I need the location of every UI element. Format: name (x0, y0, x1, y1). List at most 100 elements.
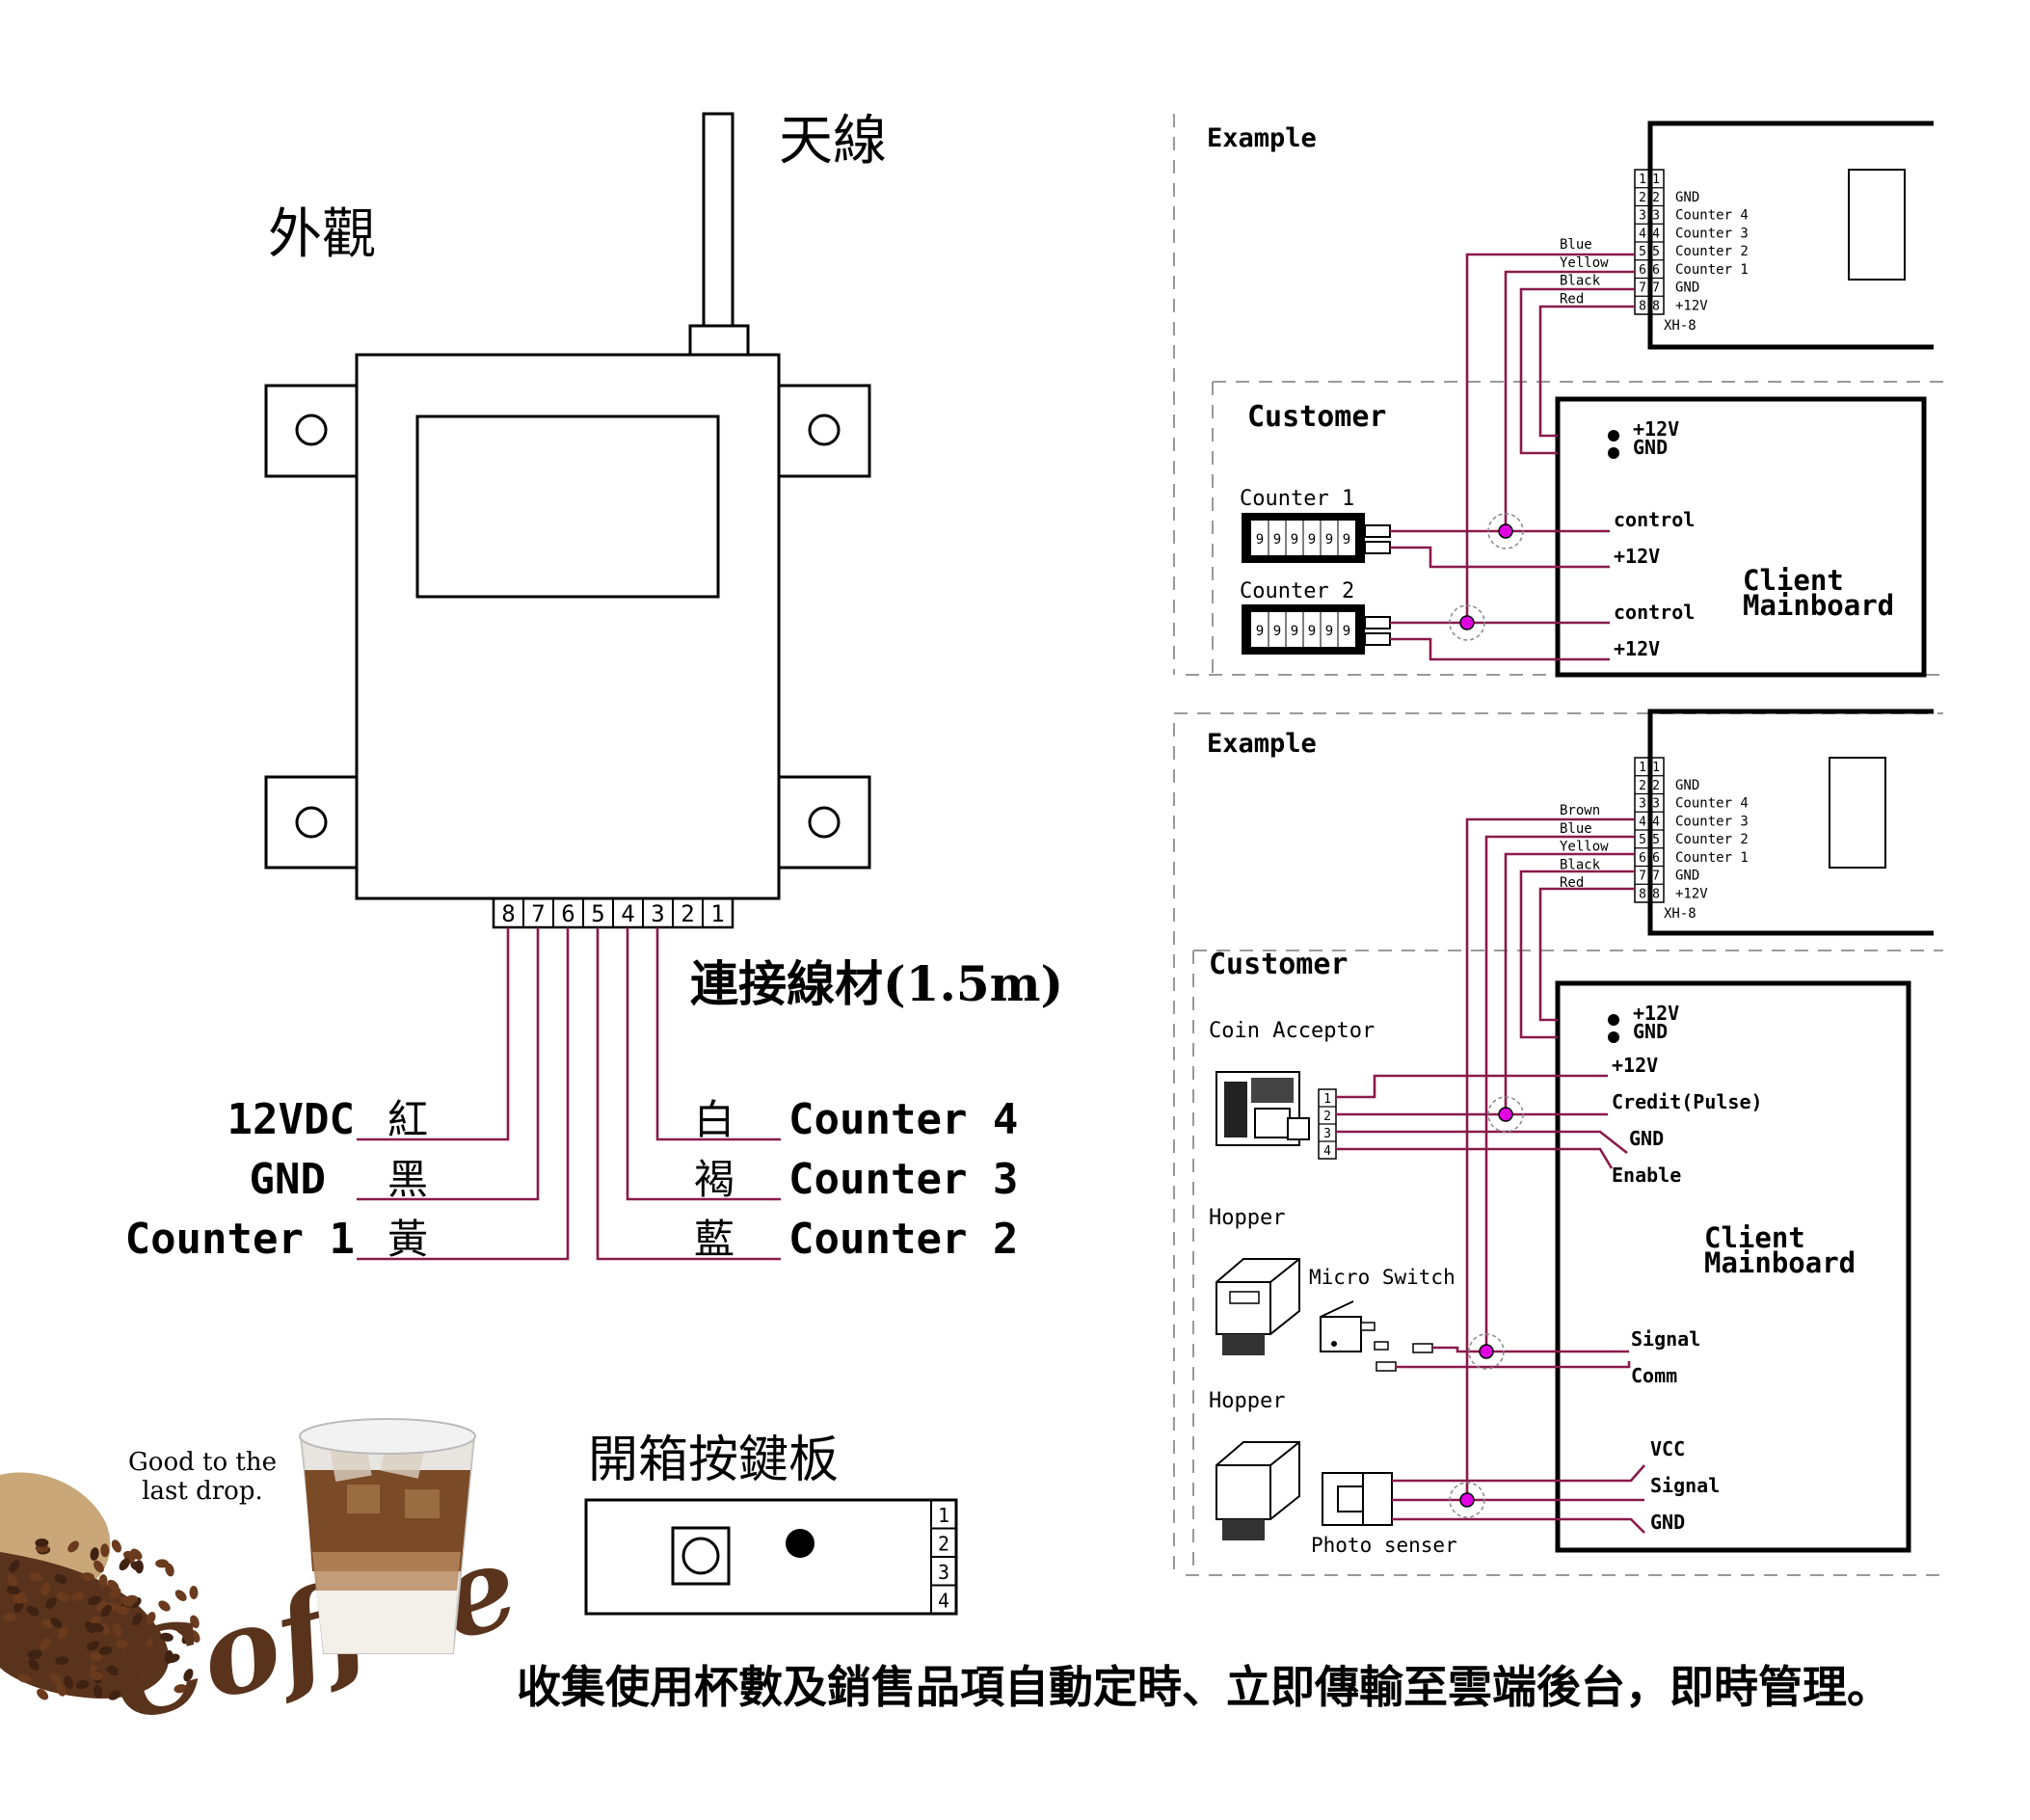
mounting-ear-top-left (264, 384, 359, 478)
example1-client-mainboard (1555, 396, 1927, 678)
wire-color-label: Red (1560, 291, 1584, 307)
board-pin-number: 1 (1652, 173, 1660, 187)
device-body (355, 353, 781, 900)
ex1-mb-12v: +12V (1633, 417, 1679, 441)
board-pin-number: 4 (1639, 815, 1646, 829)
device-display (415, 415, 720, 599)
wire-color-black: 黑 (387, 1156, 428, 1203)
button-board-pin: 1 (938, 1504, 949, 1527)
ex2-mb-credit-pulse: Credit(Pulse) (1612, 1090, 1763, 1113)
counter-digit: 9 (1343, 532, 1350, 548)
coin-acceptor-image (1215, 1071, 1310, 1146)
board-pin-number: 3 (1639, 797, 1646, 812)
appearance-title: 外觀 (268, 203, 376, 266)
ex2-mb-hopper2-signal: Signal (1650, 1474, 1720, 1497)
board-pin-number: 1 (1639, 173, 1646, 187)
cable-label: 連接線材(1.5m) (690, 955, 1063, 1012)
board-pin-number: 6 (1652, 851, 1660, 866)
board-pin-number: 4 (1652, 227, 1660, 241)
device-pin-number: 6 (561, 900, 574, 927)
micro-switch-label: Micro Switch (1309, 1266, 1456, 1289)
board-pin-number: 8 (1652, 299, 1660, 313)
wire-color-label: Yellow (1560, 255, 1609, 271)
ex2-mb-hopper1-comm: Comm (1631, 1364, 1677, 1387)
counter-digit: 9 (1291, 624, 1298, 639)
antenna-label: 天線 (779, 110, 887, 173)
board-pin-label: Counter 3 (1675, 226, 1749, 241)
ex2-mb-hopper1-signal: Signal (1631, 1327, 1700, 1351)
board-pin-number: 2 (1652, 779, 1660, 793)
hopper2-image (1215, 1441, 1300, 1540)
ex1-mb-gnd: GND (1633, 436, 1668, 459)
device-wires (357, 927, 781, 1261)
device-pin-number: 2 (681, 900, 694, 927)
board-pin-number: 2 (1639, 191, 1646, 205)
board-pin-number: 5 (1639, 833, 1646, 847)
photo-sensor-image (1322, 1472, 1393, 1526)
board-pin-label: +12V (1675, 298, 1708, 313)
counter-digit: 9 (1273, 624, 1281, 639)
wire-label-counter-1: Counter 1 (125, 1215, 355, 1264)
ex2-mainboard-line1: Client (1704, 1221, 1805, 1254)
wire-label-gnd: GND (250, 1155, 326, 1204)
open-button[interactable] (673, 1528, 729, 1584)
ex2-mb-gnd: GND (1633, 1020, 1668, 1043)
device-pin-number: 8 (501, 900, 515, 927)
board-pin-label: Counter 4 (1675, 208, 1749, 224)
ex1-mb-control-2: control (1614, 601, 1695, 624)
coin-pin-number: 1 (1323, 1092, 1331, 1107)
example2-wires (1336, 817, 1645, 1534)
board-pin-number: 1 (1652, 761, 1660, 775)
mounting-ear-bottom-right (777, 775, 871, 870)
wire-color-yellow: 黃 (387, 1216, 428, 1263)
ex2-mb-12v: +12V (1633, 1002, 1679, 1025)
board-pin-label: Counter 3 (1675, 814, 1749, 829)
wire-color-label: Yellow (1560, 840, 1609, 855)
counter-digit: 9 (1256, 532, 1264, 548)
wire-label-counter-4: Counter 4 (788, 1095, 1018, 1144)
wire-color-brown: 褐 (694, 1156, 735, 1203)
board-pin-label: GND (1675, 190, 1699, 205)
example1-customer-title: Customer (1247, 400, 1387, 434)
ex1-mainboard-line1: Client (1743, 564, 1844, 597)
board-pin-number: 4 (1639, 227, 1646, 241)
micro-switch-image (1320, 1300, 1433, 1372)
ex2-mainboard-line2: Mainboard (1704, 1246, 1856, 1279)
board-pin-number: 5 (1652, 245, 1660, 259)
wire-color-label: Red (1560, 875, 1584, 891)
device-pin-number: 1 (710, 900, 724, 927)
wire-color-white: 白 (694, 1096, 735, 1143)
board-pin-number: 5 (1639, 245, 1646, 259)
wire-color-label: Blue (1560, 237, 1592, 253)
ex1-mb-12v-2: +12V (1614, 637, 1660, 660)
device-pin-number: 7 (531, 900, 545, 927)
board-pin-label: GND (1675, 281, 1699, 296)
example2-junctions (1449, 1096, 1524, 1518)
hopper1-image (1215, 1258, 1300, 1355)
example2-connector-label: XH-8 (1664, 906, 1696, 922)
device-pin-number: 3 (651, 900, 664, 927)
board-pin-label: +12V (1675, 886, 1708, 901)
board-pin-number: 6 (1639, 851, 1646, 866)
example2-customer-title: Customer (1209, 948, 1349, 981)
board-pin-number: 5 (1652, 833, 1660, 847)
ex1-mainboard-line2: Mainboard (1743, 589, 1894, 622)
tagline-line-1: Good to the (128, 1448, 277, 1477)
counter2-label: Counter 2 (1240, 579, 1354, 603)
device-pin-number: 4 (621, 900, 634, 927)
wire-color-label: Black (1560, 274, 1601, 289)
board-pin-number: 3 (1652, 209, 1660, 224)
board-pin-label: Counter 1 (1675, 850, 1749, 866)
counter-digit: 9 (1256, 624, 1264, 639)
counter-digit: 9 (1325, 624, 1333, 639)
device-pin-number: 5 (591, 900, 604, 927)
counter-digit: 9 (1343, 624, 1350, 639)
mounting-ear-bottom-left (264, 775, 359, 870)
antenna (688, 112, 750, 357)
